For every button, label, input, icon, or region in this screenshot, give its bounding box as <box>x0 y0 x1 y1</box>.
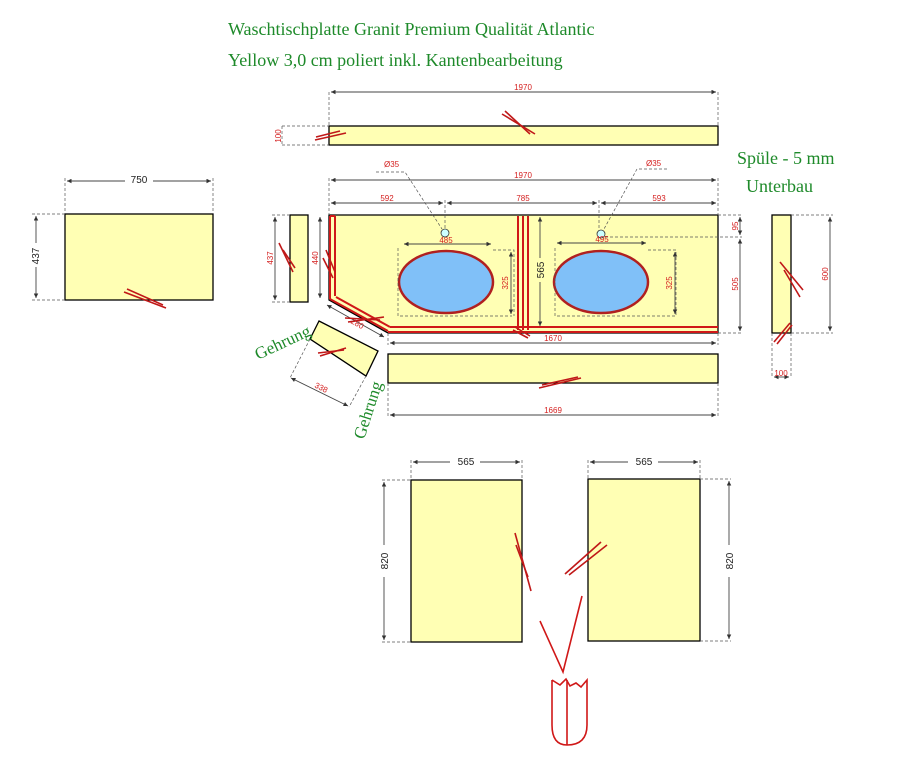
faucet-hole-left <box>440 228 450 238</box>
side-left-small-height: 437 <box>266 251 275 265</box>
left-depth: 440 <box>311 251 320 265</box>
front-strip: 1669 <box>387 353 719 418</box>
bottom-left-width: 565 <box>458 457 475 468</box>
sink-cutout-right <box>552 249 650 315</box>
sink-cutout-left <box>397 249 495 315</box>
break-mark <box>322 249 531 339</box>
mount-note: Unterbau <box>746 176 813 196</box>
hole-right-diameter: Ø35 <box>646 159 662 168</box>
hole-offset: 95 <box>731 221 740 230</box>
sink-note: Spüle - 5 mm <box>737 148 835 168</box>
bottom-left-height: 820 <box>380 552 391 569</box>
top-strip-height: 100 <box>274 129 283 143</box>
miter-label-1: Gehrung <box>252 321 314 364</box>
right-depth: 505 <box>731 277 740 291</box>
miter-piece: 338 <box>289 320 379 408</box>
hole-left-diameter: Ø35 <box>384 160 400 169</box>
title-line-2: Yellow 3,0 cm poliert inkl. Kantenbearbe… <box>228 50 563 70</box>
bottom-left-panel: 565 820 <box>377 455 532 643</box>
bottom-right-panel: 565 820 <box>564 455 736 642</box>
front-strip-length: 1669 <box>544 406 562 415</box>
bottom-length: 1670 <box>544 334 562 343</box>
bottom-right-width: 565 <box>636 457 653 468</box>
side-right-height: 600 <box>821 267 830 281</box>
sink-left-width: 485 <box>439 236 453 245</box>
miter-label-2: Gehrung <box>350 378 387 441</box>
bottom-right-height: 820 <box>725 552 736 569</box>
left-panel: 750 437 <box>29 173 214 309</box>
sink-left-depth: 325 <box>501 276 510 290</box>
seg-right: 593 <box>652 194 666 203</box>
left-panel-height: 437 <box>31 247 42 264</box>
seg-mid: 785 <box>516 194 530 203</box>
sink-right-width: 495 <box>595 235 609 244</box>
left-side-strip: 437 <box>266 214 309 303</box>
total-length: 1970 <box>514 171 532 180</box>
main-countertop: 1970 592 785 593 Ø35 Ø35 485 495 325 325… <box>311 159 743 346</box>
side-right-width: 100 <box>774 369 788 378</box>
main-depth: 565 <box>536 261 547 278</box>
top-strip: 1970 100 <box>274 83 719 146</box>
seg-left: 592 <box>380 194 394 203</box>
faucet-hole-right <box>596 229 606 239</box>
title-line-1: Waschtischplatte Granit Premium Qualität… <box>228 19 594 39</box>
sink-right-depth: 325 <box>665 276 674 290</box>
miter-piece-length: 338 <box>313 381 329 395</box>
left-panel-width: 750 <box>131 175 148 186</box>
view-direction-icon <box>539 595 588 746</box>
right-side-strip: 600 100 <box>771 214 833 380</box>
break-mark <box>314 110 536 141</box>
top-strip-length: 1970 <box>514 83 532 92</box>
